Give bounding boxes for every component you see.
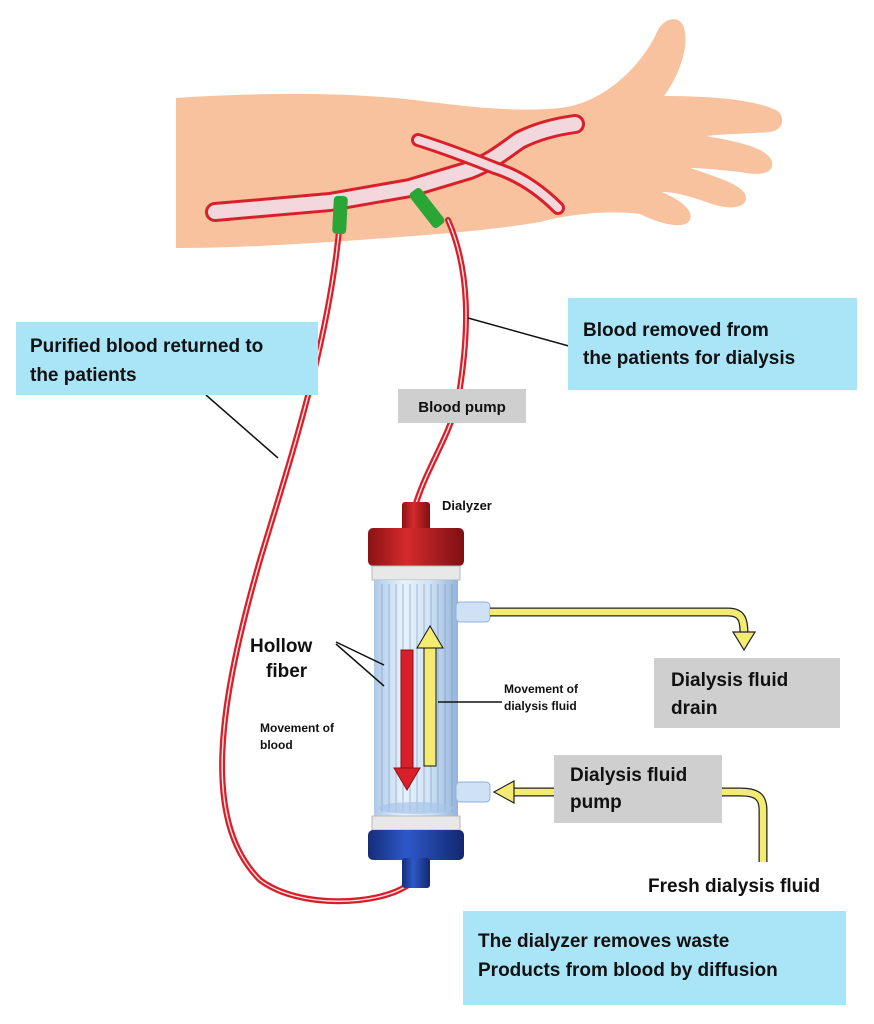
svg-text:dialysis fluid: dialysis fluid <box>504 699 577 713</box>
purified-blood-label: Purified blood returned to the patients <box>16 322 318 395</box>
svg-text:Purified blood returned to: Purified blood returned to <box>30 336 263 357</box>
leader-lines <box>205 317 577 703</box>
dialyzer-label: Dialyzer <box>442 498 492 513</box>
svg-text:drain: drain <box>671 698 717 719</box>
arm-blood-vessels <box>205 114 585 222</box>
svg-text:the patients for dialysis: the patients for dialysis <box>583 348 795 369</box>
blood-flow-arrow <box>393 649 421 791</box>
svg-text:Products from blood by diffusi: Products from blood by diffusion <box>478 960 778 981</box>
svg-text:fiber: fiber <box>266 661 308 682</box>
dialysis-fluid-pump-label: Dialysis fluid pump <box>554 755 722 823</box>
svg-text:Blood removed from: Blood removed from <box>583 320 769 341</box>
hollow-fiber-label: Hollow fiber <box>250 636 312 682</box>
svg-text:the patients: the patients <box>30 365 137 386</box>
dialysis-fluid-arrow <box>416 625 444 767</box>
dialyzer <box>368 502 491 888</box>
blood-removed-label: Blood removed from the patients for dial… <box>568 298 857 390</box>
blood-pump-label: Blood pump <box>398 389 526 423</box>
svg-text:The dialyzer removes waste: The dialyzer removes waste <box>478 931 729 952</box>
svg-text:pump: pump <box>570 792 622 813</box>
arm <box>176 19 783 248</box>
movement-of-dialysis-fluid-label: Movement of dialysis fluid <box>504 682 579 713</box>
return-needle <box>332 195 348 235</box>
outgoing-needle <box>409 187 445 229</box>
outgoing-blood-tube <box>411 217 470 513</box>
svg-text:Movement of: Movement of <box>260 721 335 735</box>
movement-of-blood-label: Movement of blood <box>260 721 335 752</box>
dialysis-fluid-in-tube <box>492 779 768 862</box>
dialysis-fluid-out-tube <box>490 607 757 652</box>
fresh-dialysis-fluid-label: Fresh dialysis fluid <box>648 876 820 897</box>
dialyzer-summary-label: The dialyzer removes waste Products from… <box>463 911 846 1005</box>
svg-text:Hollow: Hollow <box>250 636 312 657</box>
svg-text:Movement of: Movement of <box>504 682 579 696</box>
svg-text:Dialysis fluid: Dialysis fluid <box>570 765 687 786</box>
svg-text:Blood pump: Blood pump <box>418 399 505 416</box>
svg-text:Dialysis fluid: Dialysis fluid <box>671 670 788 691</box>
dialysis-fluid-drain-label: Dialysis fluid drain <box>654 658 840 728</box>
svg-text:blood: blood <box>260 738 293 752</box>
